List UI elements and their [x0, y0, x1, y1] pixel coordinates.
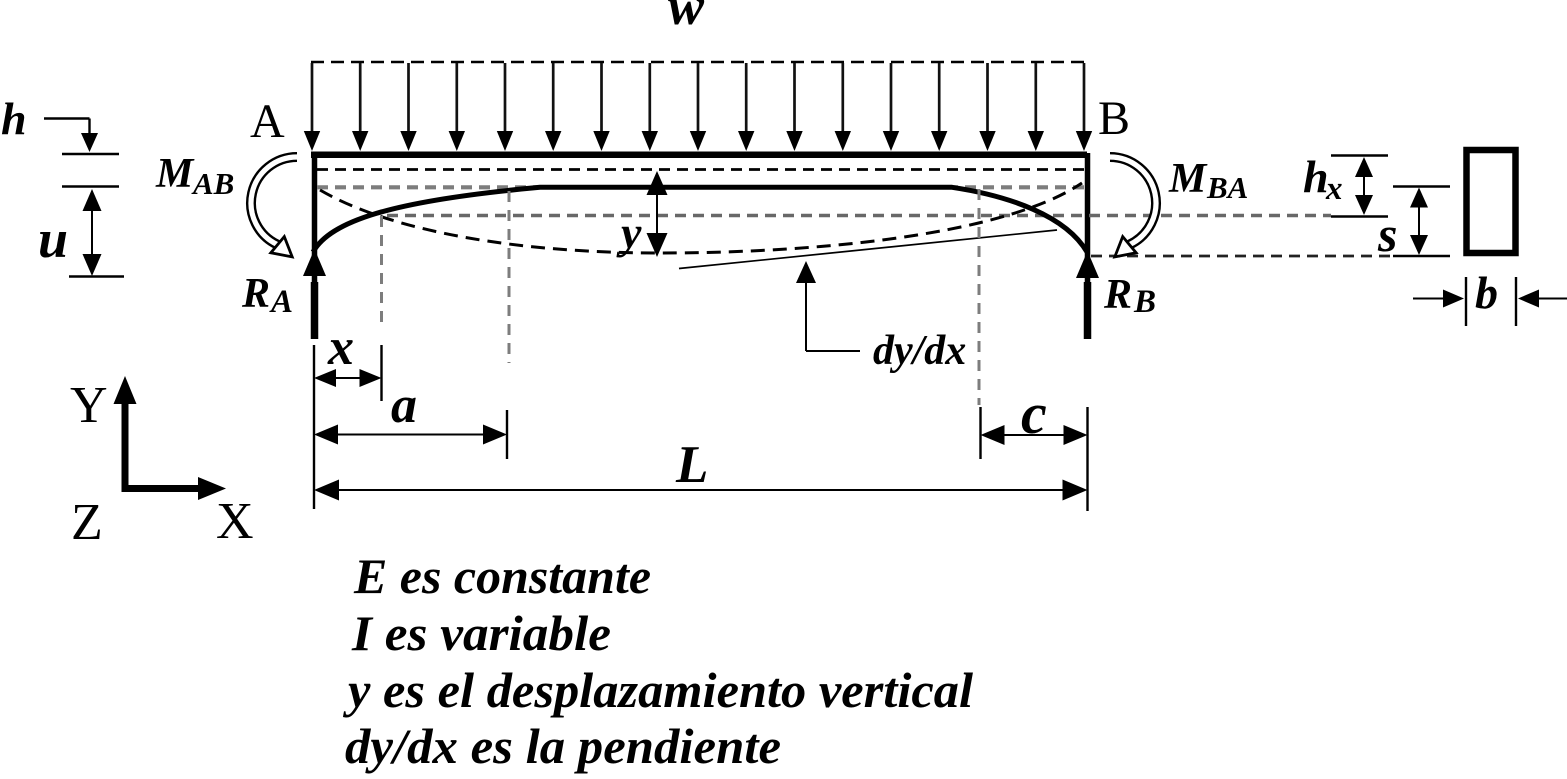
svg-text:R: R: [1103, 272, 1132, 318]
svg-text:b: b: [1475, 267, 1498, 318]
svg-text:I es variable: I es variable: [351, 605, 611, 661]
svg-text:E es constante: E es constante: [353, 548, 651, 604]
svg-text:BA: BA: [1206, 170, 1248, 205]
svg-text:R: R: [241, 271, 270, 317]
svg-text:y es el desplazamiento vertica: y es el desplazamiento vertical: [343, 662, 973, 718]
svg-text:Y: Y: [70, 377, 108, 434]
svg-text:x: x: [1325, 171, 1343, 207]
svg-text:B: B: [1098, 92, 1130, 145]
svg-text:AB: AB: [191, 166, 234, 201]
svg-text:u: u: [38, 209, 68, 269]
svg-text:s: s: [1377, 206, 1397, 262]
svg-text:dy/dx: dy/dx: [873, 328, 966, 374]
svg-text:L: L: [675, 436, 708, 494]
svg-text:h: h: [1303, 151, 1329, 202]
svg-text:dy/dx es la pendiente: dy/dx es la pendiente: [345, 718, 781, 774]
svg-text:x: x: [327, 319, 354, 376]
svg-text:a: a: [391, 377, 417, 434]
svg-text:B: B: [1133, 284, 1156, 320]
svg-text:X: X: [216, 493, 254, 550]
svg-text:Z: Z: [71, 494, 103, 551]
svg-text:A: A: [250, 95, 285, 148]
svg-text:A: A: [269, 284, 293, 320]
svg-text:c: c: [1021, 381, 1047, 446]
svg-text:w: w: [668, 0, 705, 36]
svg-text:h: h: [1, 93, 27, 144]
svg-text:M: M: [155, 151, 195, 197]
svg-text:M: M: [1168, 156, 1208, 202]
svg-text:y: y: [616, 207, 642, 258]
